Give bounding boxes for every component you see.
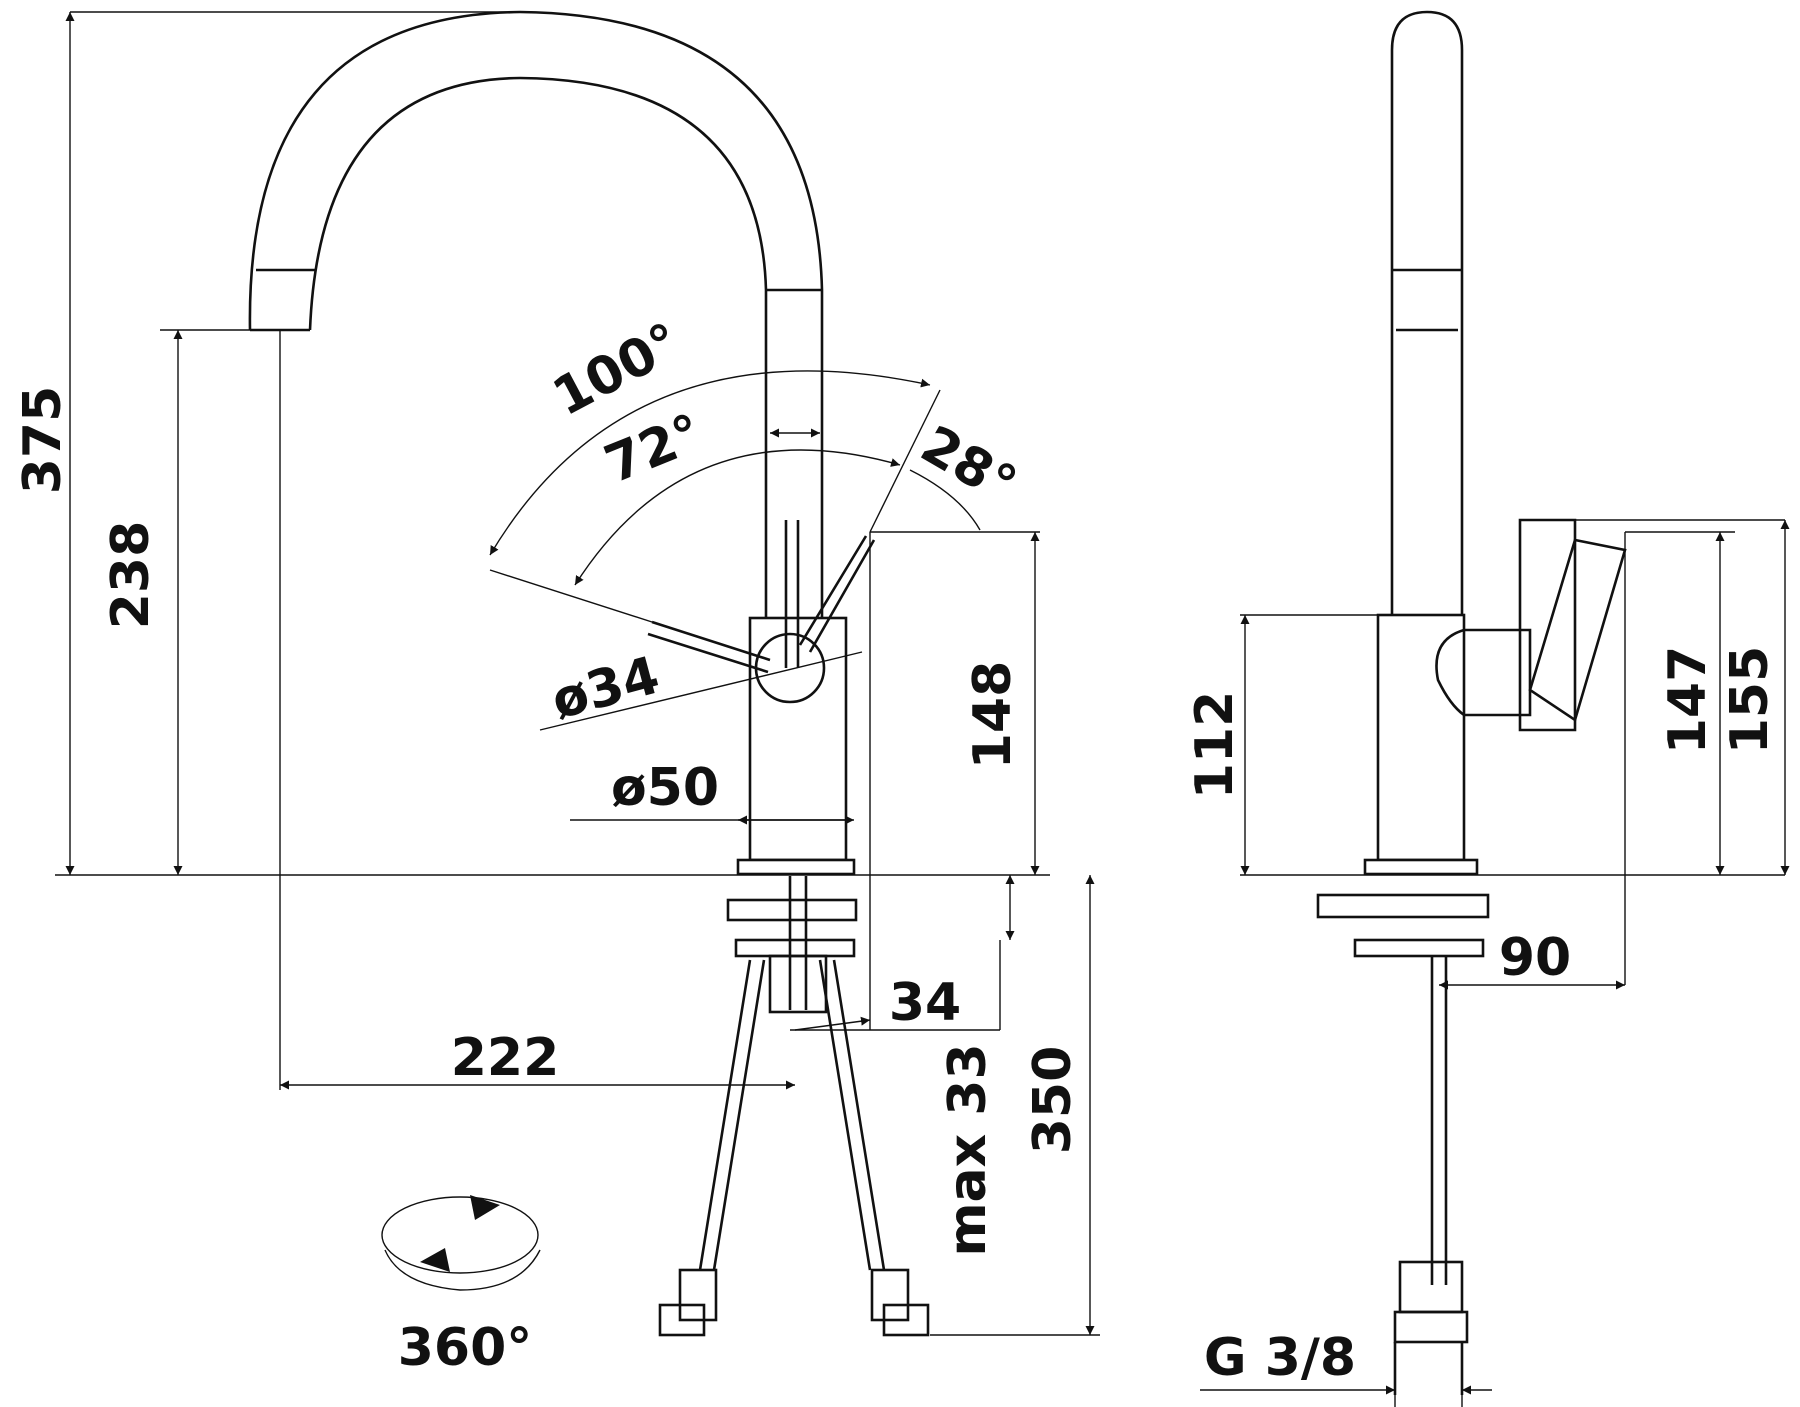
side-spout [1390,10,1464,615]
dim-spout-reach: 222 [451,1028,560,1088]
angle-partial: 72° [597,403,711,495]
dim-offset: 34 [889,973,961,1033]
dim-body-diameter: ø50 [611,758,719,818]
dim-spout-height: 238 [101,521,161,630]
dim-thread: G 3/8 [1204,1328,1356,1388]
rotation-360-icon [381,1195,541,1291]
side-dimension-lines [1200,519,1790,1407]
dim-lever-diameter: ø34 [546,646,666,732]
dim-hose-length: 350 [1023,1046,1083,1155]
dim-total-height: 375 [13,386,73,495]
dim-body-height: 148 [963,661,1023,770]
front-dimension-lines [55,11,1100,1336]
dim-lever-height-b: 155 [1720,646,1780,755]
side-view: 112 147 155 90 G 3/8 [1185,10,1790,1407]
lever [647,520,876,704]
side-labels: 112 147 155 90 G 3/8 [1185,646,1780,1388]
dim-lever-height-a: 147 [1658,646,1718,755]
front-view: 375 238 148 max 33 350 222 34 ø34 ø50 10… [13,10,1100,1378]
dim-max-thickness: max 33 [938,1043,998,1256]
side-body [1316,613,1490,1395]
dim-depth: 90 [1499,928,1571,988]
angle-small: 28° [911,415,1026,516]
hoses [658,959,930,1337]
front-labels: 375 238 148 max 33 350 222 34 ø34 ø50 10… [13,312,1083,1378]
dim-side-body-height: 112 [1185,691,1245,800]
tap-body [726,616,858,1014]
spout [248,10,824,618]
rotation-label: 360° [398,1318,533,1378]
